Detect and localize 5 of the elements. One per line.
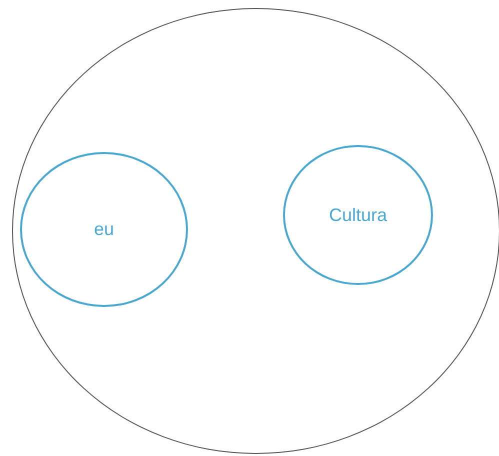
circle-node: [283, 145, 433, 285]
circle-outline: [12, 8, 499, 454]
node-label: eu: [94, 219, 114, 240]
node-label: Cultura: [328, 204, 388, 226]
circle-node: [20, 152, 188, 307]
